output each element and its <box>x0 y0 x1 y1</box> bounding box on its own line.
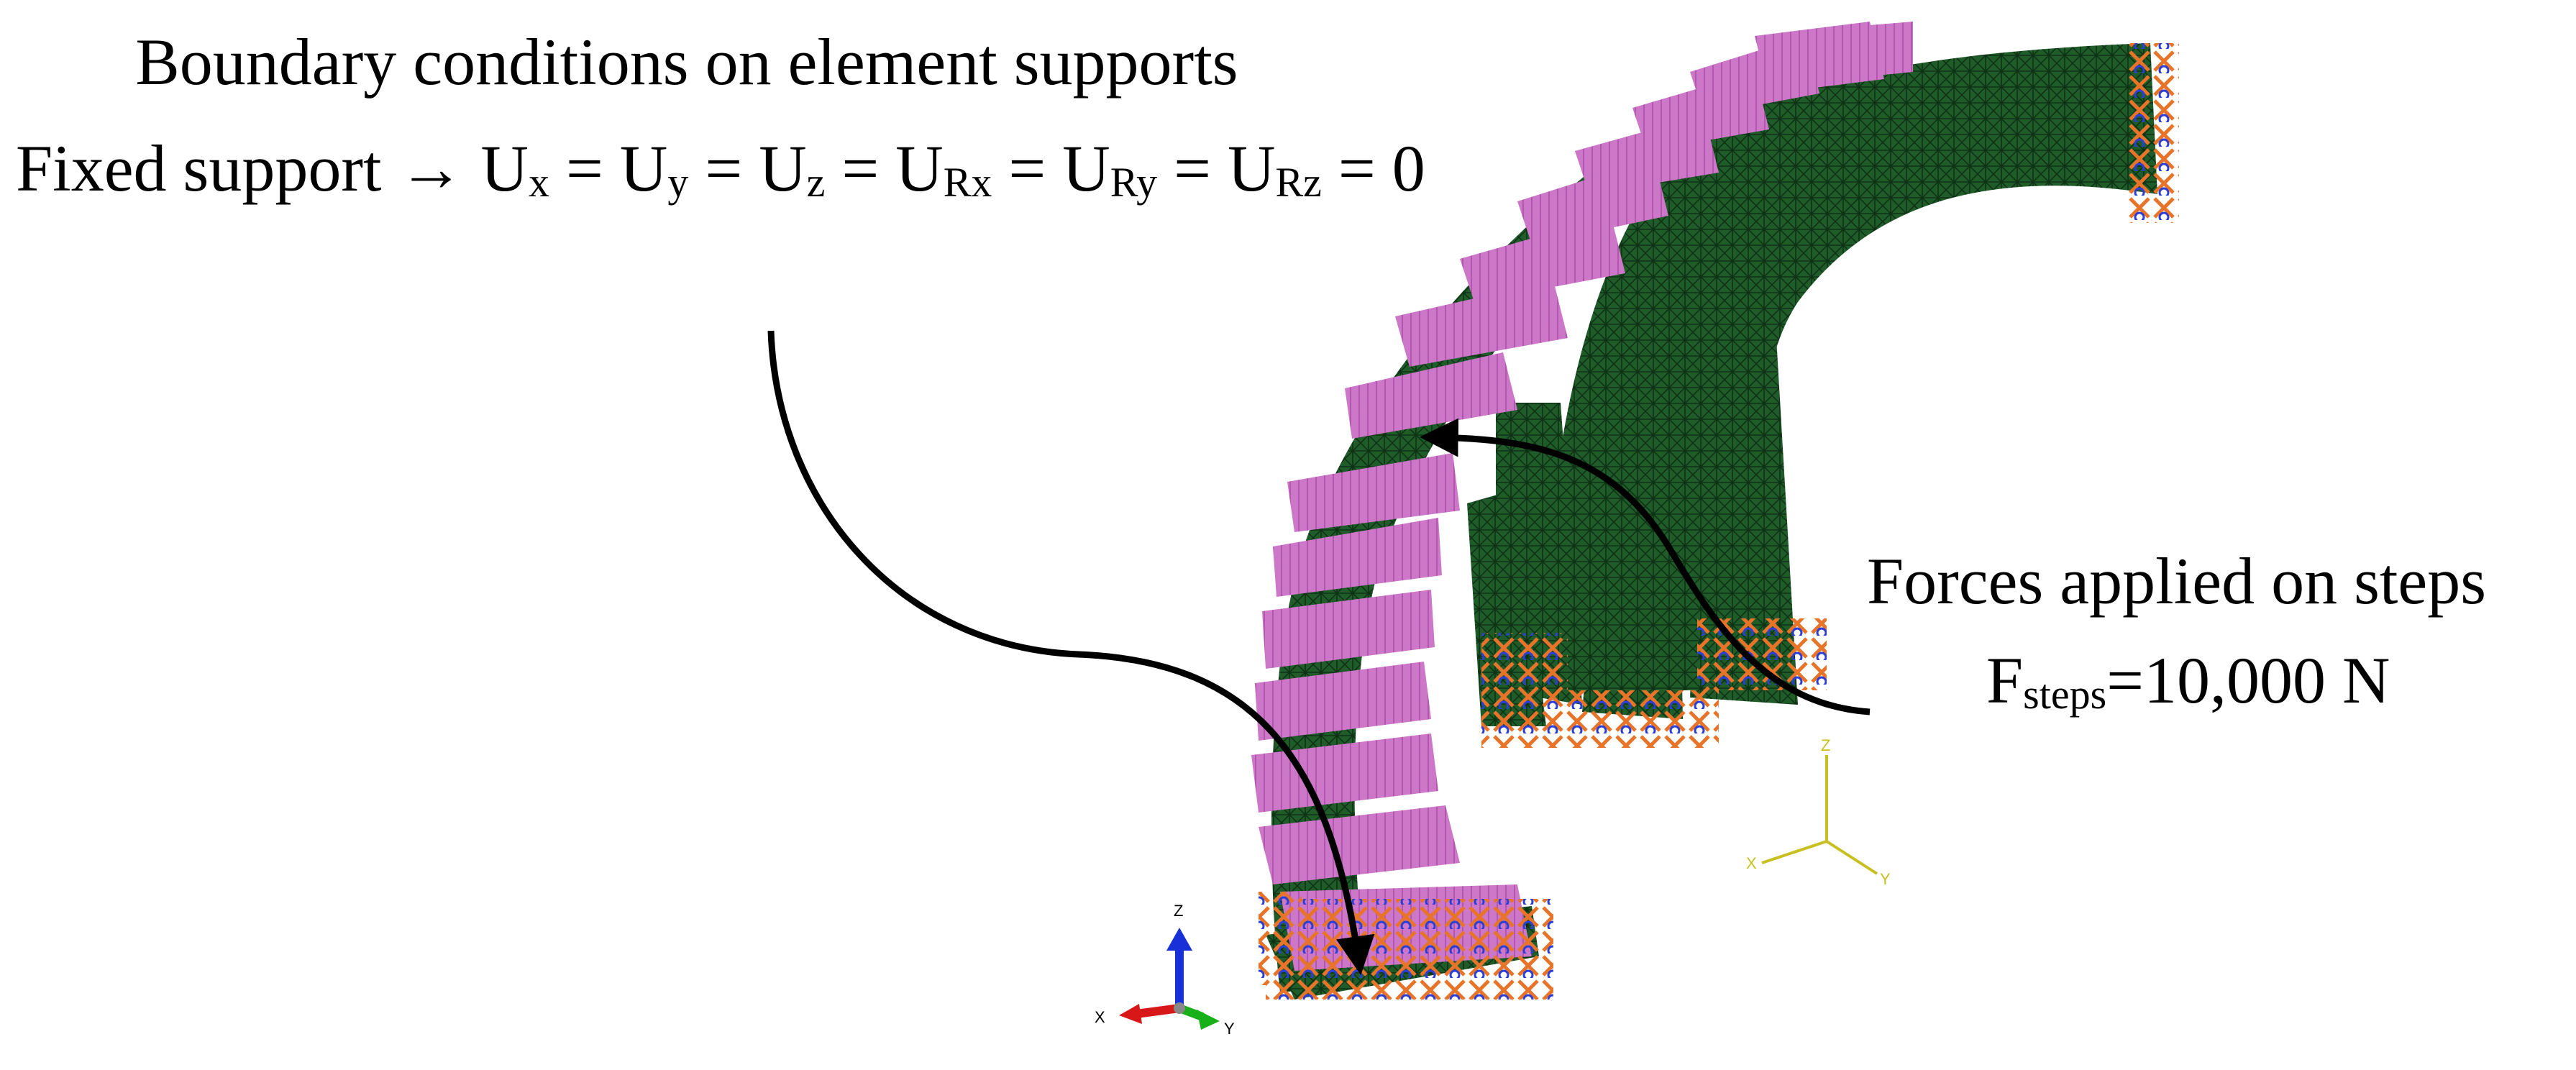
support-column-2 <box>1604 690 1719 748</box>
eq-separator: = U <box>549 132 668 205</box>
ury-subscript: Ry <box>1110 159 1158 206</box>
support-pointer-arrow <box>767 330 1375 976</box>
main-triad <box>1119 928 1220 1030</box>
mesh-column-1 <box>1690 338 1798 705</box>
eq-separator: = U <box>992 132 1110 205</box>
support-column-1 <box>1481 690 1604 748</box>
support-left-edge <box>1259 892 1302 985</box>
main-triad-y-label: Y <box>1224 1020 1235 1038</box>
support-landing <box>1266 899 1553 1000</box>
eq-separator: = U <box>688 132 807 205</box>
step-load <box>1827 22 1913 79</box>
mesh-column-2 <box>1582 360 1683 719</box>
support-column-4 <box>1481 633 1568 690</box>
mesh-stringer-back <box>1539 43 2157 690</box>
ux-subscript: x <box>529 159 549 206</box>
urz-subscript: Rz <box>1275 159 1322 206</box>
support-top-right <box>2129 43 2179 223</box>
force-subscript: steps <box>2023 671 2107 718</box>
forces-title: Forces applied on steps <box>1867 544 2487 618</box>
step-load <box>1287 453 1460 532</box>
eq-end: = 0 <box>1321 132 1425 205</box>
force-pointer-arrow <box>1419 418 1871 715</box>
step-load <box>1395 280 1568 367</box>
force-value: =10,000 N <box>2106 644 2390 717</box>
uz-subscript: z <box>806 159 826 206</box>
support-column-3 <box>1697 618 1827 690</box>
fixed-supports <box>1259 43 2179 1000</box>
force-equation: Fsteps=10,000 N <box>1986 647 2390 715</box>
eq-separator: = U <box>825 132 944 205</box>
step-load <box>1259 805 1460 884</box>
step-load <box>1251 733 1438 813</box>
fixed-support-equation: Fixed support → Ux = Uy = Uz = URx = URy… <box>16 135 1425 204</box>
step-load <box>1255 662 1431 741</box>
eq-separator: = U <box>1157 132 1276 205</box>
fixed-support-prefix: Fixed support → U <box>16 132 529 205</box>
secondary-triad <box>1761 755 1878 875</box>
step-load <box>1460 216 1625 302</box>
boundary-conditions-title: Boundary conditions on element supports <box>135 25 1238 99</box>
main-triad-z-label: Z <box>1174 902 1184 920</box>
uy-subscript: y <box>667 159 689 206</box>
step-load <box>1345 352 1517 439</box>
secondary-triad-x-label: X <box>1746 854 1757 872</box>
secondary-triad-z-label: Z <box>1821 736 1831 754</box>
secondary-triad-y-label: Y <box>1880 870 1891 888</box>
urx-subscript: Rx <box>943 159 992 206</box>
step-load <box>1262 590 1435 669</box>
main-triad-x-label: X <box>1095 1008 1105 1026</box>
step-load <box>1273 518 1442 597</box>
force-symbol: F <box>1986 644 2024 717</box>
